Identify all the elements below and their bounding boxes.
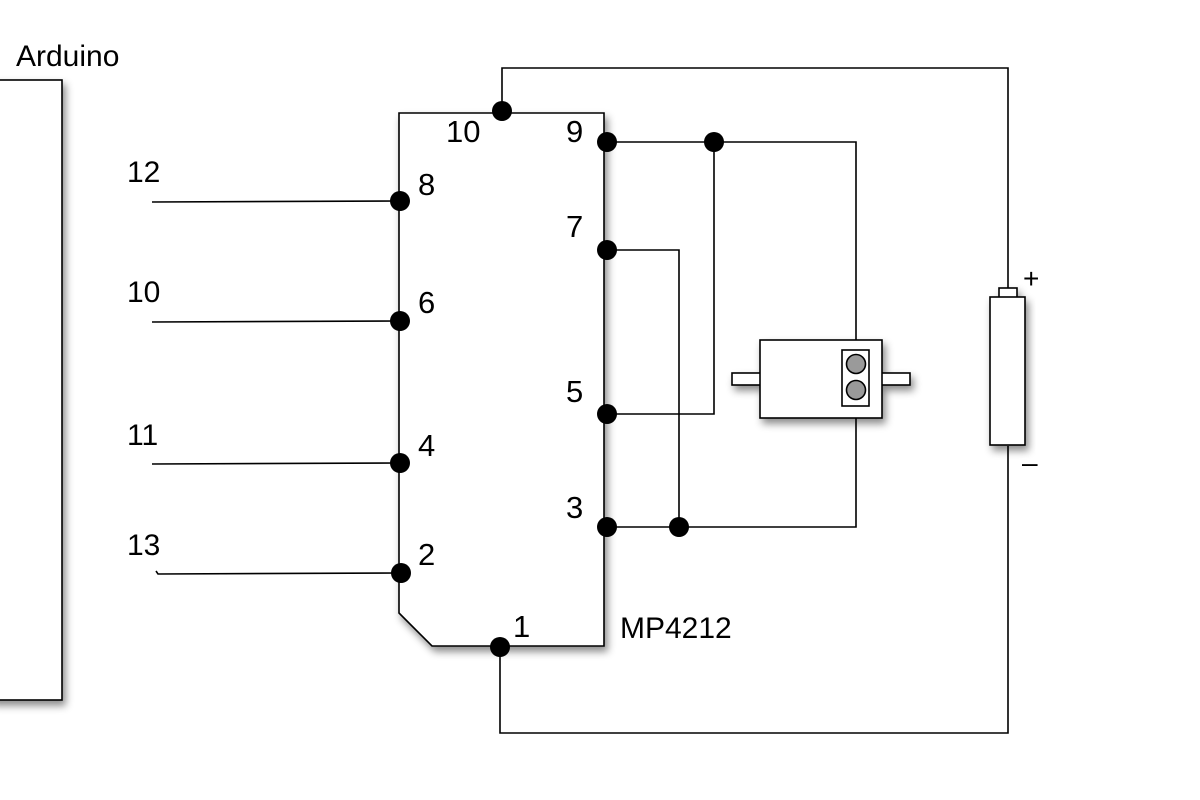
battery-minus-label: – bbox=[1022, 447, 1038, 478]
pin5-dot bbox=[597, 404, 617, 424]
chip-pin-9-label: 9 bbox=[566, 114, 583, 149]
chip-pin-2-label: 2 bbox=[418, 537, 435, 572]
pin3-dot bbox=[597, 517, 617, 537]
motor-shaft-left bbox=[731, 372, 763, 386]
wire-pin1-to-battery-minus bbox=[499, 446, 1009, 734]
chip-pin-3-label: 3 bbox=[566, 490, 583, 525]
pin6-dot bbox=[390, 311, 410, 331]
arduino-label: Arduino bbox=[16, 40, 119, 73]
battery bbox=[989, 287, 1026, 446]
junction-pin9-pin5-dot bbox=[704, 132, 724, 152]
wire-arduino11-to-pin4 bbox=[151, 462, 401, 465]
motor-terminal-top bbox=[845, 353, 867, 375]
arduino-pin-10-label: 10 bbox=[127, 276, 160, 309]
arduino-pin-13-label: 13 bbox=[127, 529, 160, 562]
chip-body bbox=[398, 112, 605, 647]
wire-arduino10-to-pin6 bbox=[151, 320, 401, 323]
chip-pin-1-label: 1 bbox=[513, 609, 530, 644]
battery-plus-label: + bbox=[1023, 263, 1039, 294]
chip-pin-10-label: 10 bbox=[446, 114, 480, 149]
battery-body bbox=[989, 296, 1026, 446]
pin9-dot bbox=[597, 132, 617, 152]
chip-pin-7-label: 7 bbox=[566, 209, 583, 244]
pin4-dot bbox=[390, 453, 410, 473]
wire-arduino13-to-pin2 bbox=[155, 570, 402, 575]
pin8-dot bbox=[390, 191, 410, 211]
wire-pin3-to-motor bbox=[608, 392, 857, 528]
pin1-dot bbox=[490, 637, 510, 657]
chip-pin-4-label: 4 bbox=[418, 428, 435, 463]
pin2-dot bbox=[391, 563, 411, 583]
chip-pin-5-label: 5 bbox=[566, 374, 583, 409]
chip-pin-6-label: 6 bbox=[418, 285, 435, 320]
chip-pin-8-label: 8 bbox=[418, 167, 435, 202]
pin10-dot bbox=[492, 101, 512, 121]
wire-pin7-to-pin3-junction bbox=[608, 249, 680, 527]
pin7-dot bbox=[597, 240, 617, 260]
wire-pin10-to-battery-plus bbox=[501, 67, 1009, 289]
wire-pin9-junction-to-pin5 bbox=[608, 142, 715, 415]
motor-terminal-bottom bbox=[845, 379, 867, 401]
wire-arduino12-to-pin8 bbox=[151, 200, 401, 203]
arduino-pin-11-label: 11 bbox=[127, 419, 158, 452]
motor-shaft-right bbox=[879, 372, 911, 386]
junction-pin3-pin7-dot bbox=[669, 517, 689, 537]
arduino-pin-12-label: 12 bbox=[127, 156, 160, 189]
motor bbox=[731, 339, 911, 419]
arduino-board bbox=[0, 79, 63, 701]
wire-pin9-to-motor bbox=[608, 141, 857, 352]
chip-label: MP4212 bbox=[620, 612, 732, 645]
